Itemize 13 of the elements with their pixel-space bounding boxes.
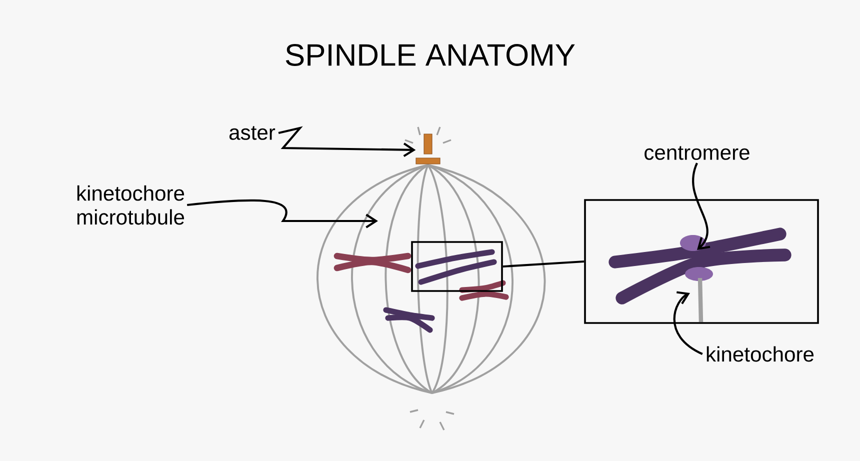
arrow: [673, 291, 703, 355]
zoom-frame: [584, 199, 819, 324]
label-text: kinetochore: [706, 346, 814, 362]
arrow: [186, 199, 378, 228]
label-text: kinetochore microtubule: [77, 185, 184, 225]
label-text: centromere: [644, 146, 750, 160]
label-text: aster: [229, 126, 276, 140]
title: SPINDLE ANATOMY: [286, 44, 575, 66]
arrow: [692, 162, 710, 250]
arrow: [278, 126, 416, 158]
aster-drawing: [416, 134, 440, 164]
zoom-frame: [411, 241, 503, 292]
connector-line: [502, 260, 584, 268]
